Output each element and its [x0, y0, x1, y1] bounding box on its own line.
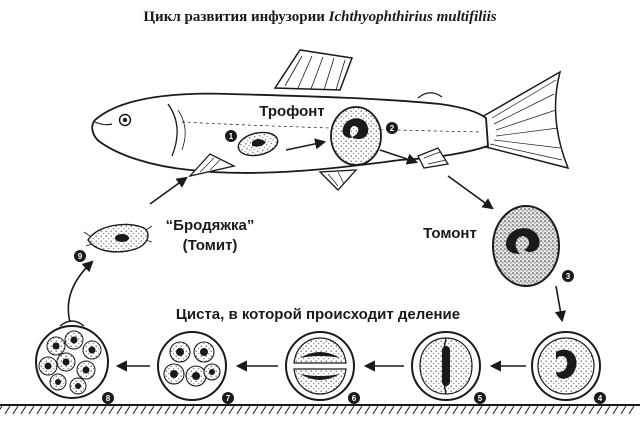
stage-4-cyst-single	[531, 331, 601, 401]
svg-text:1: 1	[229, 132, 234, 141]
fish-host	[91, 49, 570, 191]
diagram-title: Цикл развития инфузории Ichthyophthirius…	[143, 9, 496, 25]
label-tomont: Томонт	[423, 225, 477, 242]
stage-badge-3: 3	[562, 270, 574, 282]
stage-badge-8: 8	[102, 392, 114, 404]
stage-9-tomite	[83, 223, 153, 253]
stage-5-cyst-dividing	[411, 331, 481, 401]
label-tomite-line1: “Бродяжка”	[166, 217, 255, 234]
arrow-icon	[554, 285, 566, 323]
label-trophont: Трофонт	[259, 103, 324, 120]
stage-badge-6: 6	[348, 392, 360, 404]
stage-badge-2: 2	[386, 122, 398, 134]
title-prefix: Цикл развития инфузории	[143, 9, 328, 25]
stage-badge-1: 1	[225, 130, 237, 142]
stage-1-early-trophont	[237, 131, 279, 157]
arrow-icon	[67, 260, 94, 323]
stage-6-cyst-two-cells	[285, 331, 355, 401]
title-species: Ichthyophthirius multifiliis	[328, 9, 497, 25]
stage-2-trophont	[330, 106, 382, 166]
svg-text:7: 7	[226, 394, 231, 403]
stage-badge-9: 9	[74, 250, 86, 262]
stage-badge-7: 7	[222, 392, 234, 404]
arrow-icon	[379, 149, 419, 165]
svg-text:6: 6	[352, 394, 357, 403]
svg-text:9: 9	[78, 252, 83, 261]
svg-text:5: 5	[478, 394, 483, 403]
stage-3-tomont	[492, 205, 560, 287]
svg-text:4: 4	[598, 394, 603, 403]
cycle-arrows	[67, 138, 566, 372]
stage-badge-5: 5	[474, 392, 486, 404]
svg-text:3: 3	[566, 272, 571, 281]
label-cyst: Циста, в которой происходит деление	[176, 306, 460, 323]
label-tomite-line2: (Томит)	[183, 237, 238, 254]
arrow-icon	[285, 138, 327, 151]
arrow-icon	[149, 176, 188, 205]
stage-badge-4: 4	[594, 392, 606, 404]
stage-7-cyst-multiple-cells	[157, 331, 227, 401]
arrow-icon	[447, 175, 494, 210]
svg-text:8: 8	[106, 394, 111, 403]
stage-8-cyst-tomites	[35, 320, 109, 399]
substrate-ground	[0, 404, 640, 415]
svg-text:2: 2	[390, 124, 395, 133]
